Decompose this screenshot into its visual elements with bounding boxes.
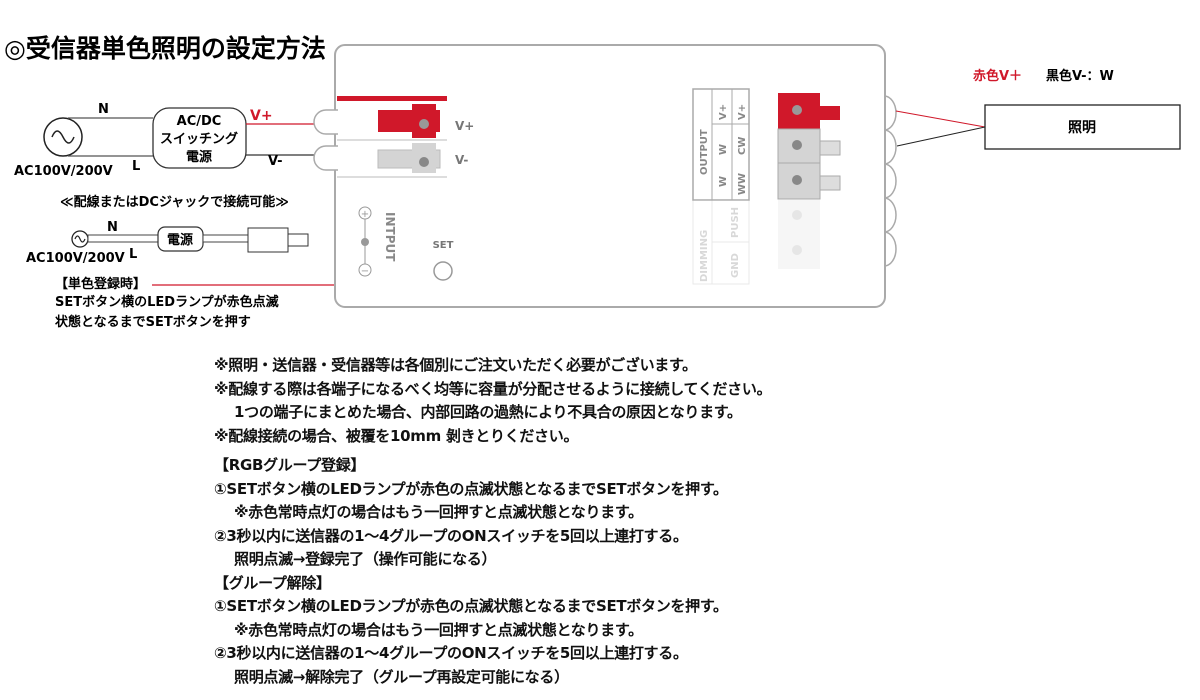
n-label: N xyxy=(107,220,118,235)
terminal-label: W xyxy=(718,144,729,155)
output-wiring: 赤色V＋ 黒色V-：W 照明 xyxy=(895,68,1181,150)
alt-wiring-caption: ≪配線またはDCジャックで接続可能≫ xyxy=(60,194,289,210)
dimming-label: DIMMING xyxy=(699,230,710,282)
output-terminals xyxy=(883,95,897,267)
load-box xyxy=(984,104,1181,150)
note-line: ※照明・送信器・受信器等は各個別にご注文いただく必要がございます。 xyxy=(214,356,697,374)
dc-jack-plug xyxy=(247,227,289,253)
rgb-step1-note: ※赤色常時点灯の場合はもう一回押すと点滅状態となります。 xyxy=(234,503,643,521)
ac-source-icon xyxy=(43,117,83,157)
note-line: 1つの端子にまとめた場合、内部回路の過熱により不具合の原因となります。 xyxy=(234,403,742,421)
n-label: N xyxy=(98,102,109,117)
mono-register-note: 【単色登録時】 SETボタン横のLEDランプが赤色点滅 状態となるまでSETボタ… xyxy=(55,276,372,330)
terminal-label: V+ xyxy=(718,104,729,120)
sine-wave-icon xyxy=(74,235,86,243)
rgb-step2: ②3秒以内に送信器の1～4グループのONスイッチを5回以上連打する。 xyxy=(214,526,688,545)
sine-wave-icon xyxy=(51,130,75,144)
page-title: ◎受信器単色照明の設定方法 xyxy=(4,34,326,63)
release-step2-result: 照明点滅→解除完了（グループ再設定可能になる） xyxy=(234,667,569,686)
black-wire-label: 黒色V-：W xyxy=(1046,68,1114,84)
ac-source-label: AC100V/200V xyxy=(14,164,113,179)
svg-text:+: + xyxy=(361,209,369,220)
device-vminus-label: V- xyxy=(455,153,468,167)
terminal-label: WW xyxy=(737,173,748,195)
mono-register-line: SETボタン横のLEDランプが赤色点滅 xyxy=(55,294,279,310)
psu-label: 電源 xyxy=(186,149,212,165)
receiver-device: V+ V- + − INTPUT SET OUTPUT V+ W W V+ CW… xyxy=(313,44,897,308)
alt-wiring: ≪配線またはDCジャックで接続可能≫ N L AC100V/200V 電源 xyxy=(26,194,309,266)
push-label: PUSH xyxy=(730,207,741,238)
ac-source-label: AC100V/200V xyxy=(26,251,125,266)
vminus-label: V- xyxy=(268,154,283,169)
release-step2: ②3秒以内に送信器の1～4グループのONスイッチを5回以上連打する。 xyxy=(214,644,688,662)
output-label: OUTPUT xyxy=(699,129,710,175)
input-terminal-vminus xyxy=(313,145,338,171)
load-label: 照明 xyxy=(1068,120,1096,136)
psu-label: スイッチング xyxy=(160,131,238,147)
psu-label: 電源 xyxy=(167,232,193,248)
l-label: L xyxy=(132,159,140,174)
input-terminal-vplus xyxy=(313,109,338,135)
mono-register-line: 状態となるまでSETボタンを押す xyxy=(55,314,251,330)
release-step1-note: ※赤色常時点灯の場合はもう一回押すと点滅状態となります。 xyxy=(234,620,643,639)
vplus-label: V+ xyxy=(250,108,273,124)
psu-box xyxy=(152,107,247,169)
rgb-step1: ①SETボタン横のLEDランプが赤色の点滅状態となるまでSETボタンを押す。 xyxy=(214,479,728,498)
rgb-group-heading: 【RGBグループ登録】 xyxy=(214,456,366,474)
device-vplus-label: V+ xyxy=(455,119,474,133)
l-label: L xyxy=(129,247,137,262)
release-step1: ①SETボタン横のLEDランプが赤色の点滅状態となるまでSETボタンを押す。 xyxy=(214,597,728,615)
mono-register-heading: 【単色登録時】 xyxy=(55,276,146,292)
instructions: ※照明・送信器・受信器等は各個別にご注文いただく必要がございます。 ※配線する際… xyxy=(214,354,772,689)
input-label: INTPUT xyxy=(383,212,397,262)
svg-text:−: − xyxy=(361,266,369,277)
note-line: ※配線接続の場合、被覆を10mm 剝きとりください。 xyxy=(214,426,579,445)
note-line: ※配線する際は各端子になるべく均等に容量が分配させるように接続してください。 xyxy=(214,379,772,398)
gnd-label: GND xyxy=(730,253,741,278)
terminal-label: CW xyxy=(737,137,748,155)
terminal-label: V+ xyxy=(737,104,748,120)
set-label: SET xyxy=(433,240,454,251)
psu-label: AC/DC xyxy=(177,114,222,129)
terminal-label: W xyxy=(718,176,729,187)
input-wiring: N L AC100V/200V AC/DC スイッチング 電源 V+ V- xyxy=(14,102,324,179)
rgb-step2-result: 照明点滅→登録完了（操作可能になる） xyxy=(234,550,497,568)
group-release-heading: 【グループ解除】 xyxy=(214,573,331,592)
set-button[interactable] xyxy=(433,261,453,281)
red-wire-label: 赤色V＋ xyxy=(973,68,1022,84)
